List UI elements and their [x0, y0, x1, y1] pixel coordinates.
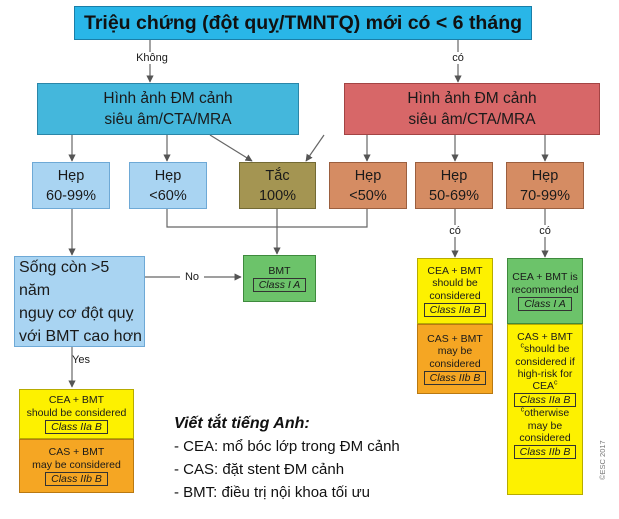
- right-cas-line7: considered: [519, 432, 571, 445]
- occlusion-100-box: Tắc 100%: [239, 162, 316, 209]
- mid-cea-class: Class IIa B: [423, 303, 487, 318]
- copyright-watermark: ©ESC 2017: [598, 440, 607, 480]
- stenosis-label: Hẹp: [154, 167, 182, 184]
- left-cea-line1: CEA + BMT: [48, 394, 105, 406]
- stenosis-label: Hẹp: [531, 167, 559, 184]
- mid-cas-line3: considered: [429, 357, 481, 370]
- survival-line3: với BMT cao hơn: [19, 327, 142, 345]
- right-cea-box: CEA + BMT is recommended Class I A: [507, 258, 583, 324]
- right-cas-line6: may be: [527, 419, 563, 432]
- stenosis-range: 50-69%: [429, 187, 479, 204]
- survival-question-box: Sống còn >5 năm nguy cơ đột quỵ với BMT …: [14, 256, 145, 347]
- footnote-mark: c: [520, 342, 524, 350]
- imaging-left-line1: Hình ảnh ĐM cảnh: [103, 90, 233, 107]
- right-cas-line1-text: should be: [523, 343, 570, 356]
- mid-cas-line1: CAS + BMT: [427, 332, 483, 345]
- right-cas-class-iia: Class IIa B: [513, 393, 577, 408]
- right-cas-line5-text: otherwise: [524, 407, 570, 420]
- abbreviation-legend: Viết tắt tiếng Anh: - CEA: mổ bóc lớp tr…: [174, 412, 454, 504]
- left-cas-class: Class IIb B: [45, 472, 108, 486]
- right-cas-line2: considered if: [515, 355, 575, 368]
- mid-cas-line2: may be: [437, 345, 473, 358]
- right-cea-line1: CEA + BMT is: [512, 271, 578, 283]
- legend-title: Viết tắt tiếng Anh:: [174, 415, 310, 432]
- mid-cea-line3: considered: [429, 289, 481, 302]
- left-cas-line2: may be considered: [32, 458, 121, 471]
- right-cas-line3: high-risk for: [517, 367, 573, 380]
- footnote-mark: c: [554, 379, 558, 387]
- right-cas-class-iib: Class IIb B: [513, 445, 577, 460]
- legend-item-cea: - CEA: mổ bóc lớp trong ĐM cảnh: [174, 438, 400, 455]
- bmt-class: Class I A: [252, 278, 307, 293]
- survival-line1: Sống còn >5 năm: [19, 258, 110, 299]
- mid-cas-box: CAS + BMT may be considered Class IIb B: [417, 324, 493, 394]
- stenosis-under-60-box: Hẹp <60%: [129, 162, 207, 209]
- edge-label-no: No: [180, 271, 204, 283]
- edge-label-yes: Yes: [72, 354, 90, 366]
- right-cas-line4: CEAc: [532, 379, 558, 393]
- right-cas-box: CAS + BMT cshould be considered if high-…: [507, 324, 583, 495]
- stenosis-range: <60%: [149, 187, 187, 204]
- edge-label-co-50-69: có: [445, 225, 465, 237]
- right-cas-line4-text: CEA: [532, 380, 555, 393]
- right-cas-line5: cotherwise: [520, 406, 570, 420]
- stenosis-50-69-box: Hẹp 50-69%: [415, 162, 493, 209]
- survival-line2: nguy cơ đột quỵ: [19, 304, 134, 322]
- mid-cea-line1: CEA + BMT: [427, 264, 483, 277]
- left-cas-line1: CAS + BMT: [48, 446, 105, 458]
- mid-cas-class: Class IIb B: [423, 371, 487, 386]
- legend-item-cas: - CAS: đặt stent ĐM cảnh: [174, 461, 345, 478]
- stenosis-label: Hẹp: [57, 167, 85, 184]
- edge-label-khong: Không: [132, 52, 172, 64]
- imaging-right-line1: Hình ảnh ĐM cảnh: [407, 90, 537, 107]
- imaging-box-left: Hình ảnh ĐM cảnh siêu âm/CTA/MRA: [37, 83, 299, 135]
- symptom-title: Triệu chứng (đột quỵ/TMNTQ) mới có < 6 t…: [74, 6, 532, 40]
- right-cas-line1: cshould be: [520, 342, 570, 356]
- stenosis-70-99-box: Hẹp 70-99%: [506, 162, 584, 209]
- stenosis-label: Hẹp: [440, 167, 468, 184]
- left-cea-box: CEA + BMT should be considered Class IIa…: [19, 389, 134, 439]
- left-cas-box: CAS + BMT may be considered Class IIb B: [19, 439, 134, 493]
- imaging-box-right: Hình ảnh ĐM cảnh siêu âm/CTA/MRA: [344, 83, 600, 135]
- occlusion-range: 100%: [258, 187, 297, 204]
- mid-cea-line2: should be: [432, 277, 478, 290]
- mid-cea-box: CEA + BMT should be considered Class IIa…: [417, 258, 493, 324]
- left-cea-line2: should be considered: [26, 406, 127, 419]
- stenosis-range: <50%: [349, 187, 387, 204]
- bmt-box: BMT Class I A: [243, 255, 316, 302]
- stenosis-under-50-box: Hẹp <50%: [329, 162, 407, 209]
- right-cas-head: CAS + BMT: [517, 331, 573, 343]
- right-cea-line2: recommended: [511, 283, 579, 296]
- stenosis-range: 60-99%: [46, 187, 96, 204]
- stenosis-range: 70-99%: [520, 187, 570, 204]
- stenosis-60-99-box: Hẹp 60-99%: [32, 162, 110, 209]
- legend-item-bmt: - BMT: điều trị nội khoa tối ưu: [174, 484, 370, 501]
- edge-label-co-70-99: có: [535, 225, 555, 237]
- right-cea-class: Class I A: [518, 297, 572, 311]
- title-text: Triệu chứng (đột quỵ/TMNTQ) mới có < 6 t…: [83, 11, 523, 34]
- left-cea-class: Class IIa B: [45, 420, 108, 434]
- imaging-right-line2: siêu âm/CTA/MRA: [408, 111, 536, 128]
- edge-label-co: có: [448, 52, 468, 64]
- stenosis-label: Hẹp: [354, 167, 382, 184]
- occlusion-label: Tắc: [265, 167, 290, 184]
- bmt-label: BMT: [268, 264, 291, 277]
- imaging-left-line2: siêu âm/CTA/MRA: [104, 111, 232, 128]
- footnote-mark: c: [520, 406, 525, 414]
